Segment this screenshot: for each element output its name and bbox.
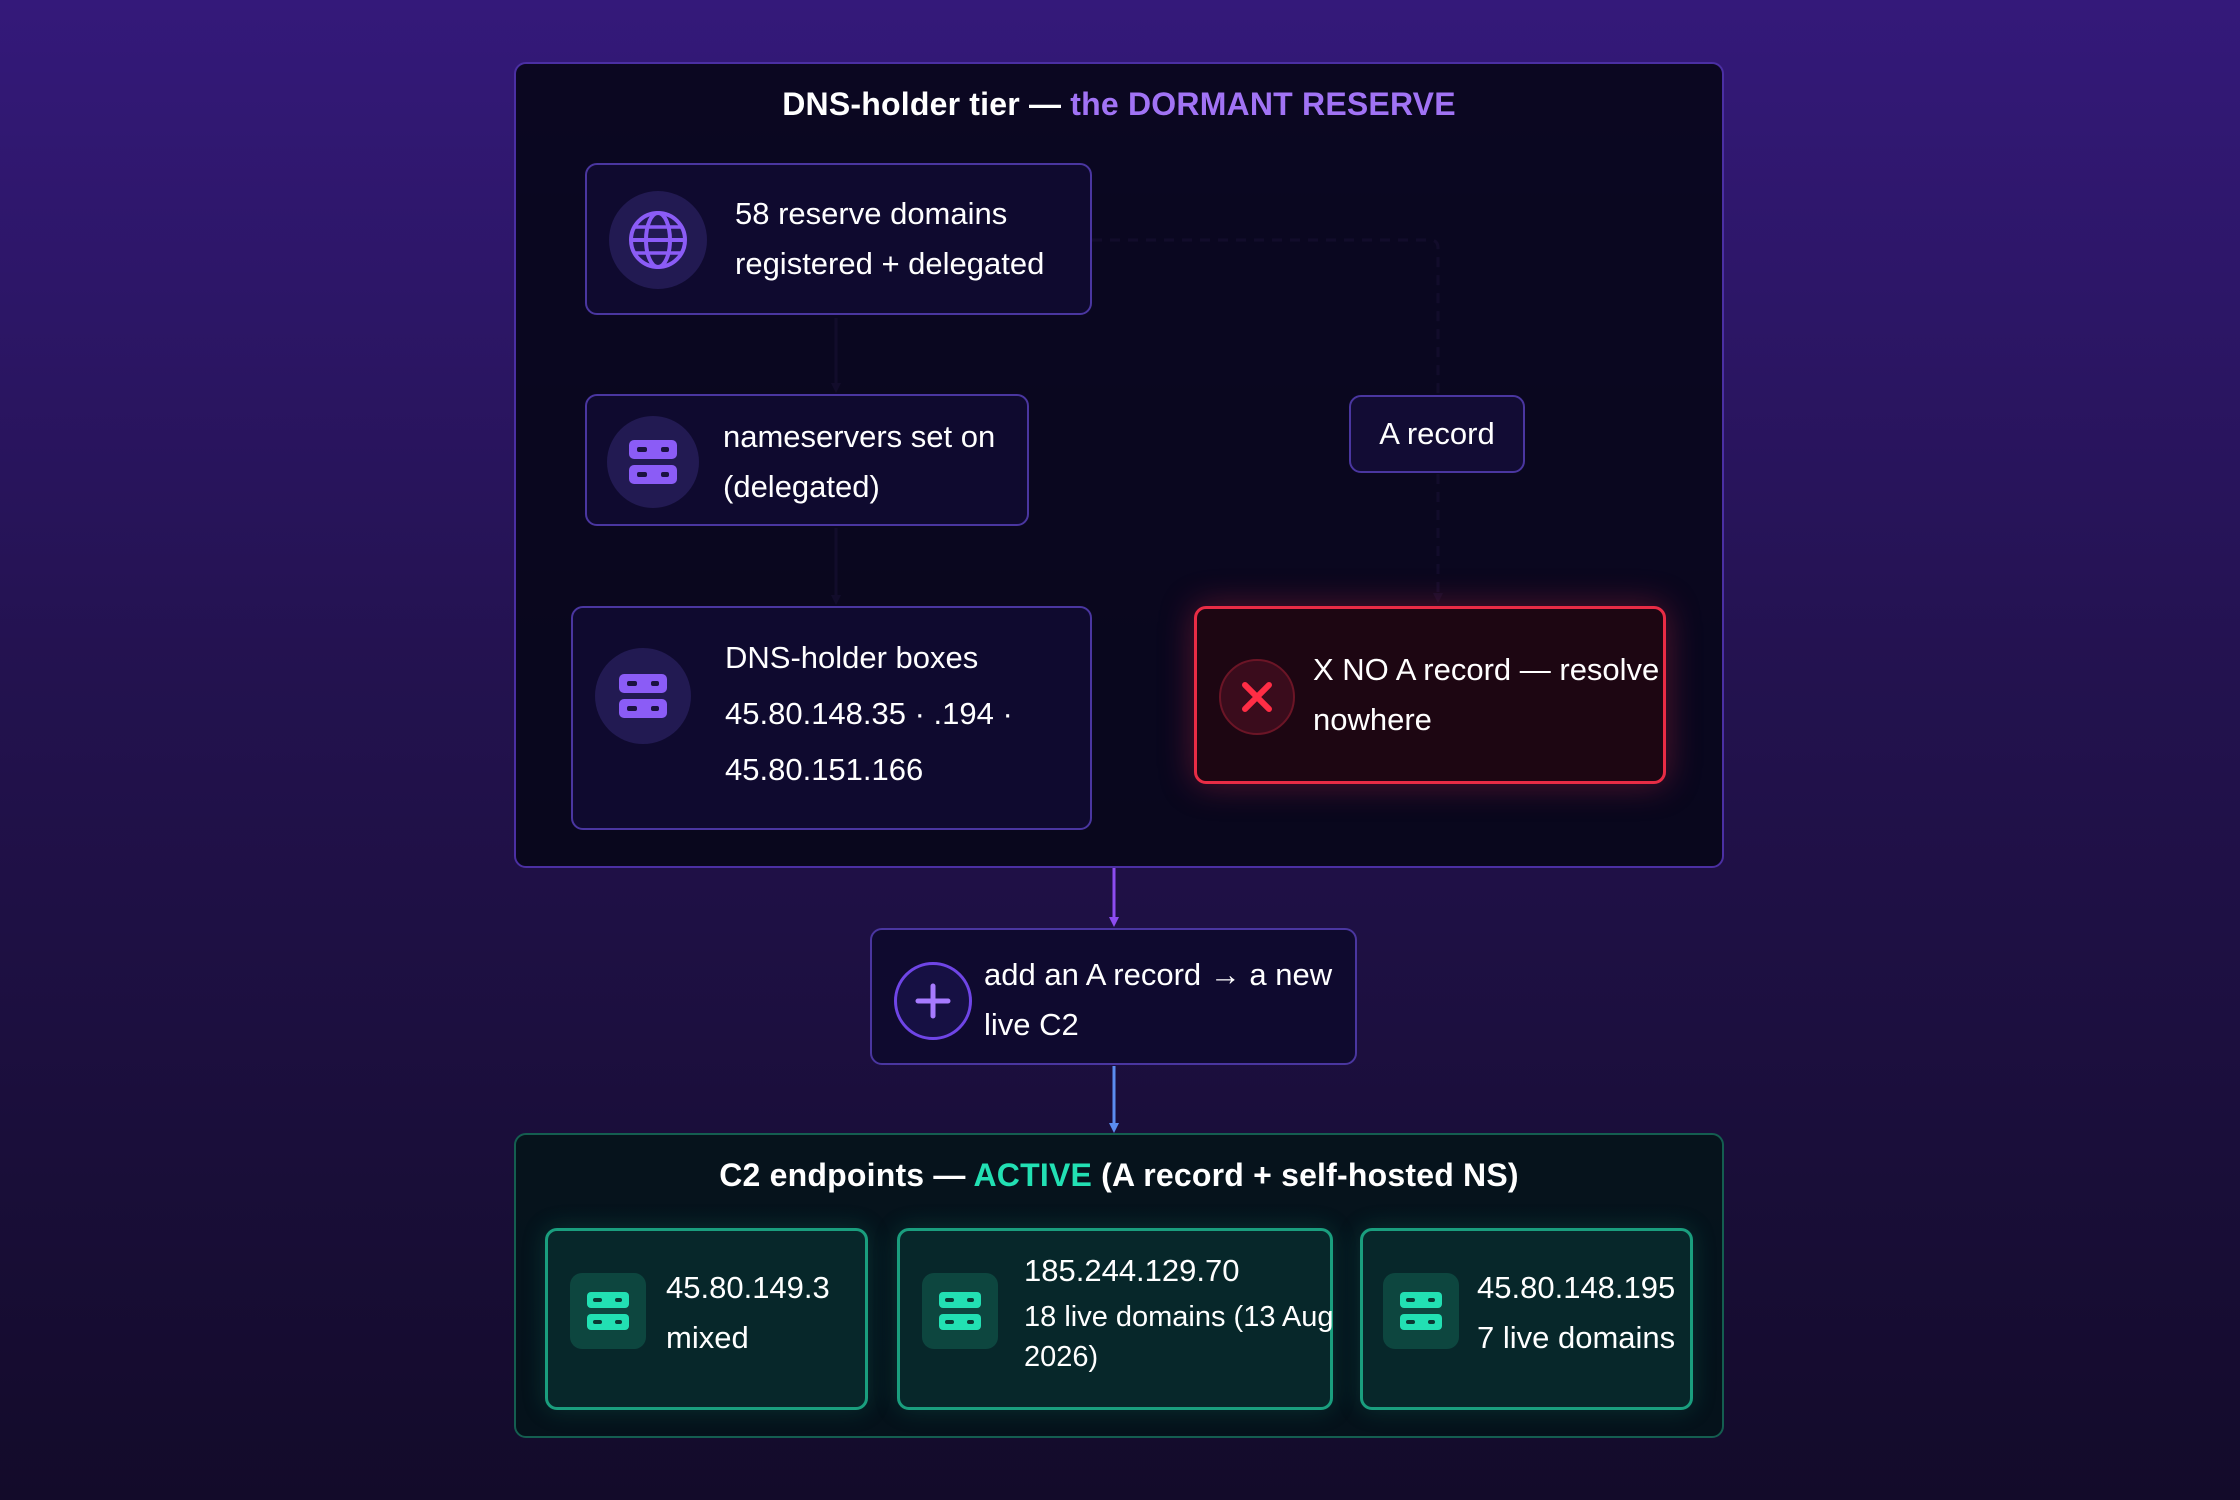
add-a-record-text: add an A record → a new live C2 [984,957,1333,1042]
dns-holder-boxes-node: DNS-holder boxes 45.80.148.35 · .194 · 4… [571,606,1092,830]
server-icon [922,1273,998,1349]
globe-icon [609,191,707,289]
close-icon [1219,659,1295,735]
c2-endpoint-text: 185.244.129.70 18 live domains (13 Aug 2… [1024,1253,1334,1373]
server-icon [1383,1273,1459,1349]
c2-endpoint-card: 45.80.149.3 mixed [545,1228,868,1410]
reserve-domains-node: 58 reserve domains registered + delegate… [585,163,1092,315]
server-icon [607,416,699,508]
add-a-record-node: add an A record → a new live C2 [870,928,1357,1065]
active-panel-title: C2 endpoints — ACTIVE (A record + self-h… [719,1157,1519,1193]
server-icon [570,1273,646,1349]
plus-icon [894,962,972,1040]
c2-endpoint-card: 185.244.129.70 18 live domains (13 Aug 2… [897,1228,1334,1410]
a-record-label: A record [1349,395,1525,473]
server-icon [595,648,691,744]
dns-holder-boxes-text: DNS-holder boxes 45.80.148.35 · .194 · 4… [725,640,1013,787]
nameservers-text: nameservers set on (delegated) [723,419,996,504]
no-a-record-text: X NO A record — resolve nowhere [1313,652,1660,737]
reserve-domains-text: 58 reserve domains registered + delegate… [735,196,1045,281]
dormant-panel-title: DNS-holder tier — the DORMANT RESERVE [782,86,1456,122]
c2-endpoint-text: 45.80.148.195 7 live domains [1477,1270,1676,1355]
c2-endpoint-text: 45.80.149.3 mixed [666,1270,830,1355]
c2-endpoint-card: 45.80.148.195 7 live domains [1360,1228,1693,1410]
no-a-record-node: X NO A record — resolve nowhere [1194,606,1666,784]
nameservers-node: nameservers set on (delegated) [585,394,1029,526]
